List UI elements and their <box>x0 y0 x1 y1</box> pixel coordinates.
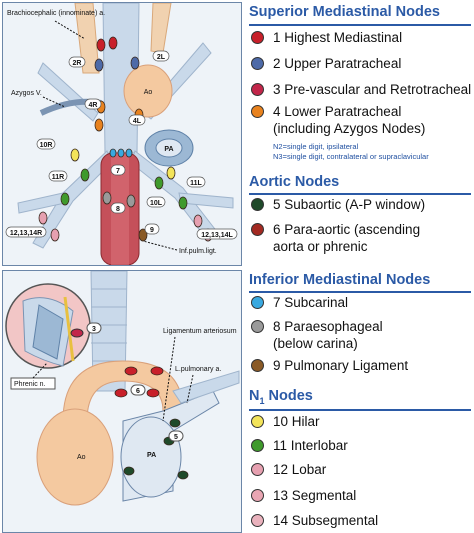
section-divider <box>249 24 471 26</box>
n2-note: N2=single digit, ipsilateral <box>273 142 359 151</box>
node-label-2L: 2L <box>157 54 166 61</box>
legend-item-label-cont: aorta or phrenic <box>273 239 368 254</box>
label-lpulm: L.pulmonary a. <box>175 366 221 373</box>
node-label-12-14R: 12,13,14R <box>10 230 42 237</box>
node-color-swatch <box>251 359 264 372</box>
node-markers-bottom <box>114 366 189 480</box>
node-label-9: 9 <box>150 227 154 234</box>
label-brachiocephalic-text: Brachiocephalic (innominate) a. <box>7 10 105 17</box>
section-title-inferior: Inferior Mediastinal Nodes <box>249 272 431 288</box>
label-inf-pulm-ligt: Inf.pulm.ligt. <box>179 248 217 255</box>
node-label-2R: 2R <box>73 60 82 67</box>
node-color-swatch <box>251 320 264 333</box>
label-ligamentum: Ligamentum arteriosum <box>163 328 237 335</box>
label-brachiocephalic: Brachiocephalic (innominate) a. <box>7 10 105 17</box>
label-pa-top: PA <box>164 146 173 153</box>
node-color-swatch <box>251 514 264 527</box>
legend-item-label-cont: (below carina) <box>273 336 358 351</box>
node-label-5: 5 <box>174 434 178 441</box>
node-label-3: 3 <box>92 326 96 333</box>
node-color-swatch <box>251 198 264 211</box>
label-azygos: Azygos V. <box>11 90 42 97</box>
node-color-swatch <box>251 223 264 236</box>
section-title-aortic: Aortic Nodes <box>249 174 340 190</box>
label-ao-top: Ao <box>144 89 153 96</box>
legend-item-label: 7 Subcarinal <box>273 295 349 310</box>
section-title-n1: N1 Nodes <box>249 388 313 406</box>
section-divider <box>249 193 471 195</box>
section-title-n1-rest: Nodes <box>264 388 313 404</box>
section-title-n1-sub: 1 <box>259 395 265 406</box>
node-color-swatch <box>251 31 264 44</box>
great-vessels <box>74 3 194 167</box>
node-color-swatch <box>251 57 264 70</box>
legend-item-label: 4 Lower Paratracheal <box>273 104 402 119</box>
legend-item-label: 13 Segmental <box>273 488 357 503</box>
node-label-8: 8 <box>116 206 120 213</box>
legend-item-label: 12 Lobar <box>273 462 327 477</box>
node-label-4L: 4L <box>133 118 142 125</box>
label-pa-bottom: PA <box>147 452 156 459</box>
node-color-swatch <box>251 415 264 428</box>
legend-item-label: 8 Paraesophageal <box>273 319 383 334</box>
legend-item-label: 2 Upper Paratracheal <box>273 56 402 71</box>
node-color-swatch <box>251 105 264 118</box>
label-ligamentum-text: Ligamentum arteriosum <box>163 328 237 335</box>
label-phrenic: Phrenic n. <box>14 381 46 388</box>
mediastinum-illustration-top: 2R 2L 4R 4L 10R 11R 11L 10L 7 8 9 12,13,… <box>3 3 241 265</box>
node-color-swatch <box>251 83 264 96</box>
section-title-n1-main: N <box>249 388 260 404</box>
mediastinum-diagram-top: 2R 2L 4R 4L 10R 11R 11L 10L 7 8 9 12,13,… <box>2 2 242 266</box>
node-label-11L: 11L <box>190 180 202 187</box>
node-color-swatch <box>251 463 264 476</box>
n3-note: N3=single digit, contralateral or suprac… <box>273 152 429 161</box>
legend-item-label: 5 Subaortic (A-P window) <box>273 197 426 212</box>
node-legend: Superior Mediastinal Nodes 1 Highest Med… <box>243 0 474 533</box>
section-title-superior: Superior Mediastinal Nodes <box>249 4 440 20</box>
label-ao-bottom: Ao <box>77 454 86 461</box>
node-color-swatch <box>251 489 264 502</box>
node-markers <box>38 36 213 242</box>
mediastinum-diagram-bottom: 3 6 5 Ao PA Phrenic n. Ligamentum arteri… <box>2 270 242 533</box>
legend-item-label: 10 Hilar <box>273 414 320 429</box>
node-color-swatch <box>251 439 264 452</box>
legend-item-label: 9 Pulmonary Ligament <box>273 358 409 373</box>
node-color-swatch <box>251 296 264 309</box>
legend-item-label: 3 Pre-vascular and Retrotracheal <box>273 82 472 97</box>
node-tags <box>5 50 238 240</box>
section-divider <box>249 291 471 293</box>
ascending-aorta <box>36 408 114 506</box>
node-label-12-14L: 12,13,14L <box>201 232 233 239</box>
node-label-11R: 11R <box>52 174 64 181</box>
legend-item-label: 1 Highest Mediastinal <box>273 30 403 45</box>
mediastinum-illustration-bottom: 3 6 5 Ao PA Phrenic n. Ligamentum arteri… <box>3 271 241 532</box>
node-label-4R: 4R <box>89 102 98 109</box>
legend-item-label-cont: (including Azygos Nodes) <box>273 121 426 136</box>
node-label-6: 6 <box>136 388 140 395</box>
legend-item-label: 11 Interlobar <box>273 438 348 453</box>
node-label-10R: 10R <box>40 142 53 149</box>
legend-item-label: 6 Para-aortic (ascending <box>273 222 421 237</box>
legend-item-label: 14 Subsegmental <box>273 513 379 528</box>
node-label-10L: 10L <box>150 200 163 207</box>
section-divider <box>249 409 471 411</box>
node-label-7: 7 <box>116 168 120 175</box>
